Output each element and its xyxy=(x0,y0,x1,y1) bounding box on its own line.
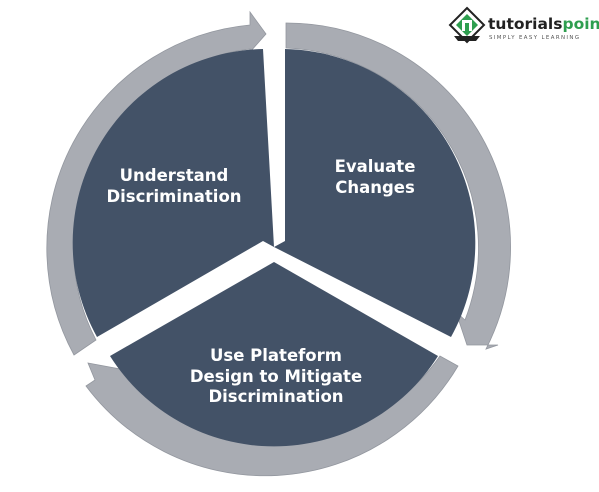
tutorialspoint-logo: tutorialspoint SIMPLY EASY LEARNING xyxy=(448,6,599,44)
label-mitigate-line2: Design to Mitigate xyxy=(190,367,362,386)
tutorialspoint-logo-icon xyxy=(448,6,486,44)
svg-text:tutorialspoint: tutorialspoint xyxy=(488,15,599,33)
label-mitigate-line3: Discrimination xyxy=(208,387,343,406)
segment-use-platform-design xyxy=(110,262,438,447)
logo-tagline: SIMPLY EASY LEARNING xyxy=(489,35,580,41)
label-mitigate-line1: Use Plateform xyxy=(210,346,342,365)
segment-evaluate-changes xyxy=(274,49,476,337)
logo-name-part1: tutorials xyxy=(488,15,562,33)
label-understand-line2: Discrimination xyxy=(106,187,241,206)
label-evaluate-line1: Evaluate xyxy=(335,157,416,176)
label-understand-line1: Understand xyxy=(120,166,229,185)
segment-understand-discrimination xyxy=(72,49,274,337)
logo-name-part2: point xyxy=(562,15,599,33)
pie-segments xyxy=(72,49,476,447)
label-evaluate-line2: Changes xyxy=(335,178,415,197)
cycle-arrow-top-right xyxy=(285,22,511,350)
